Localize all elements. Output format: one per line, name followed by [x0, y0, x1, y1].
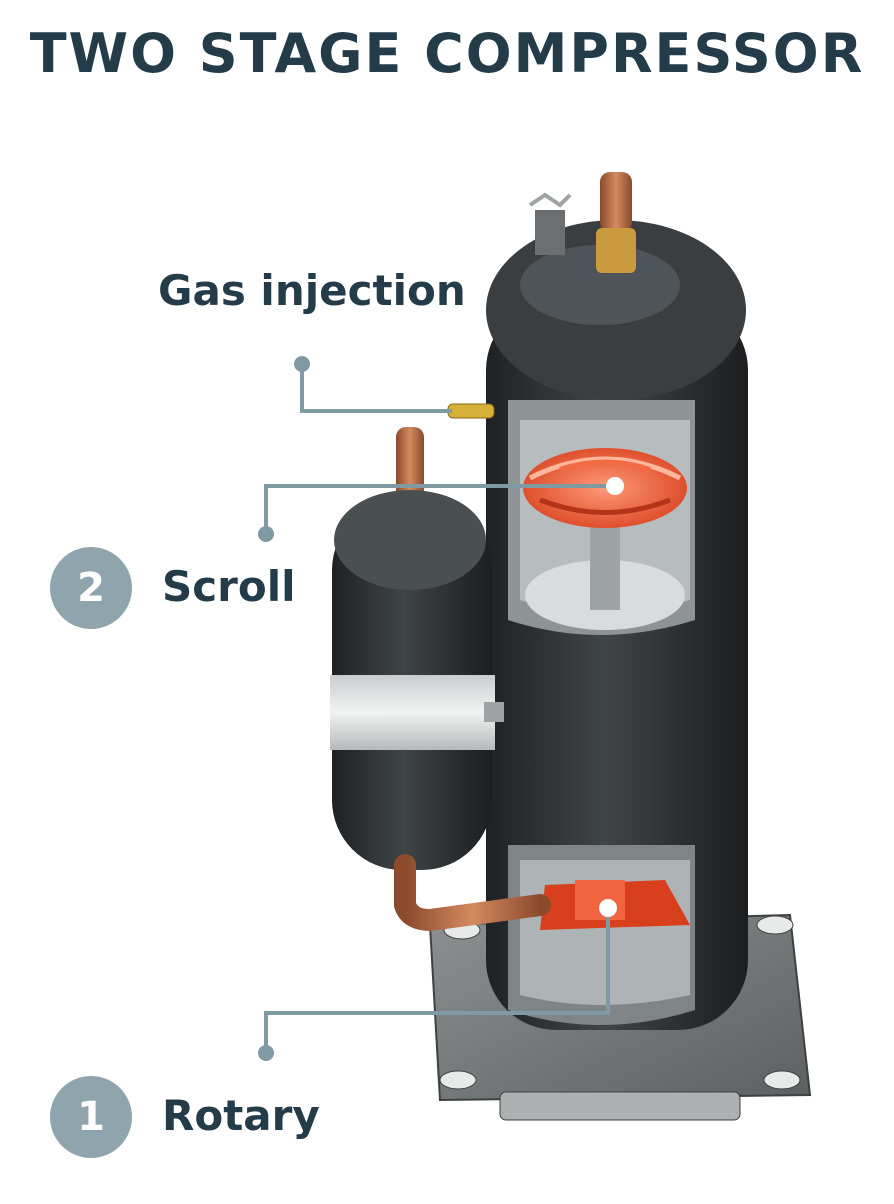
top-fittings [528, 172, 636, 273]
gas-injection-label: Gas injection [158, 266, 466, 315]
scroll-leader [264, 484, 615, 534]
gas-injection-leader [300, 364, 452, 413]
gas-injection-port [447, 403, 495, 419]
leader-lines [264, 364, 615, 1053]
page-title: TWO STAGE COMPRESSOR [29, 22, 865, 85]
scroll-number-badge: 2 [50, 547, 132, 629]
gas-injection-leader-dot [294, 356, 310, 372]
scroll-leader-end-dot [606, 477, 624, 495]
rotary-leader [264, 908, 610, 1053]
suction-pipe [394, 854, 551, 932]
scroll-leader-start-dot [258, 526, 274, 542]
rotary-number-badge: 1 [50, 1076, 132, 1158]
rotary-leader-start-dot [258, 1045, 274, 1061]
rotary-label: Rotary [162, 1091, 320, 1140]
leader-dots [258, 356, 624, 1061]
accumulator [330, 427, 504, 870]
scroll-label: Scroll [162, 562, 296, 611]
rotary-leader-end-dot [599, 899, 617, 917]
